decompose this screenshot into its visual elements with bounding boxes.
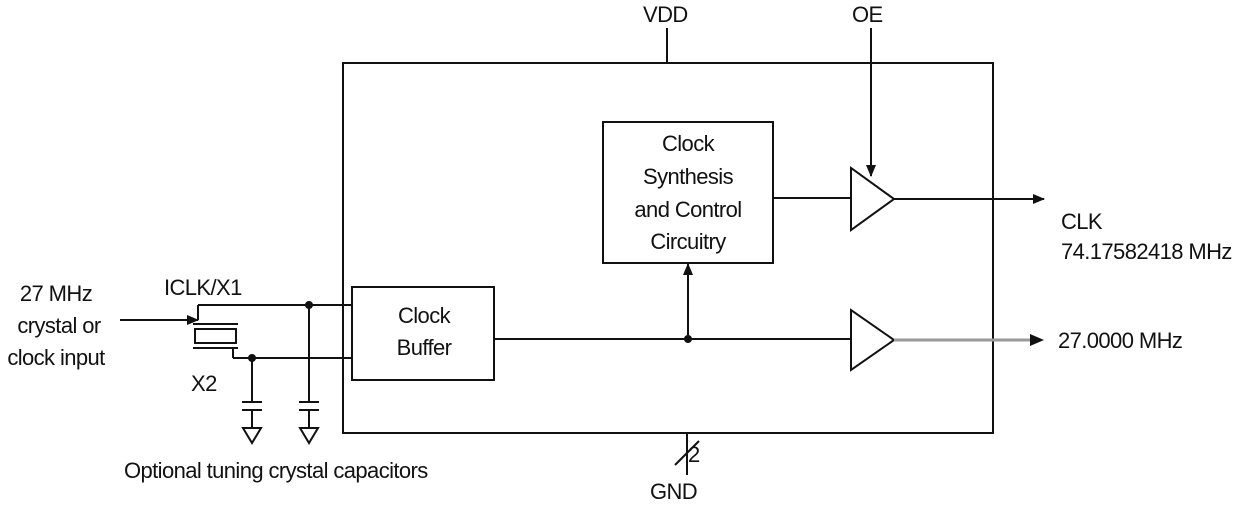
clk-frequency-label: 74.17582418 MHz bbox=[1061, 239, 1232, 264]
ref-output-buffer bbox=[850, 308, 896, 372]
ref-output-arrowhead bbox=[1030, 334, 1044, 346]
oe-label: OE bbox=[852, 2, 883, 27]
iclk-label: ICLK/X1 bbox=[164, 275, 242, 300]
input-label-3: clock input bbox=[7, 345, 105, 370]
synth-label-1: Clock bbox=[662, 131, 716, 156]
gnd-bus-count: 2 bbox=[688, 442, 700, 467]
vdd-label: VDD bbox=[643, 2, 688, 27]
buffer-label-2: Buffer bbox=[397, 335, 452, 360]
input-label-2: crystal or bbox=[17, 313, 101, 338]
gnd-label: GND bbox=[650, 479, 697, 503]
caps-caption: Optional tuning crystal capacitors bbox=[124, 458, 428, 483]
clock-buffer-block bbox=[351, 286, 495, 381]
ground-symbol-x1 bbox=[298, 427, 320, 445]
gnd-bus-slash bbox=[674, 440, 700, 466]
x2-label: X2 bbox=[191, 371, 217, 396]
synth-label-2: Synthesis bbox=[643, 164, 734, 189]
clk-label: CLK bbox=[1061, 209, 1103, 234]
synth-label-4: Circuitry bbox=[650, 229, 726, 254]
input-label-1: 27 MHz bbox=[20, 281, 92, 306]
crystal-element bbox=[194, 328, 237, 344]
buffer-label-1: Clock bbox=[398, 303, 452, 328]
clk-output-buffer bbox=[850, 166, 896, 232]
ground-symbol-x2 bbox=[241, 427, 263, 445]
ref-frequency-label: 27.0000 MHz bbox=[1058, 328, 1182, 353]
synth-label-3: and Control bbox=[634, 197, 741, 222]
